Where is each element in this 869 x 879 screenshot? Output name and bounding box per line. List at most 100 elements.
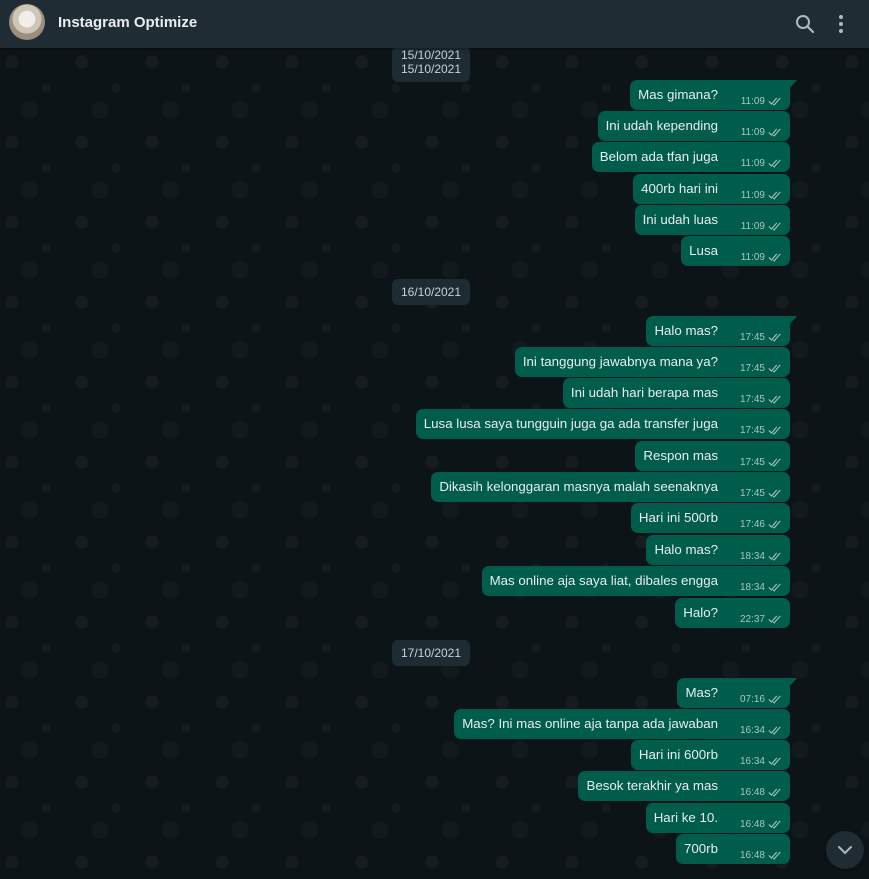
double-check-icon	[768, 97, 781, 107]
message-time: 16:48	[739, 819, 765, 830]
message-text: Hari ke 10.	[653, 810, 718, 825]
message-text: Hari ini 500rb	[638, 510, 718, 525]
message-text: Mas? Ini mas online aja tanpa ada jawaba…	[462, 716, 718, 731]
message-bubble[interactable]: Ini udah hari berapa mas 17:45	[562, 378, 790, 410]
message-bubble[interactable]: 700rb 16:48	[675, 834, 790, 866]
message-bubble[interactable]: Lusa lusa saya tungguin juga ga ada tran…	[415, 409, 790, 441]
message-time: 16:34	[739, 725, 765, 736]
message-text: 700rb	[683, 841, 718, 856]
message-meta: 16:48	[740, 846, 782, 866]
message-time: 11:09	[740, 190, 765, 201]
message-text: Respon mas	[643, 448, 718, 463]
message-text: Lusa lusa saya tungguin juga ga ada tran…	[423, 416, 718, 431]
message-time: 07:16	[739, 694, 765, 705]
date-divider: 17/10/2021	[392, 640, 470, 666]
double-check-icon	[768, 458, 781, 468]
double-check-icon	[768, 253, 781, 263]
date-divider: 15/10/2021 15/10/2021	[392, 48, 470, 82]
message-time: 17:45	[739, 457, 765, 468]
message-time: 16:48	[739, 850, 765, 861]
message-meta: 17:45	[740, 390, 782, 410]
double-check-icon	[768, 726, 781, 736]
message-meta: 16:34	[740, 721, 782, 741]
message-meta: 11:09	[741, 217, 782, 237]
double-check-icon	[768, 333, 781, 343]
message-bubble[interactable]: Halo mas? 17:45	[646, 316, 797, 346]
message-bubble[interactable]: Besok terakhir ya mas 16:48	[578, 771, 790, 801]
message-bubble[interactable]: Mas online aja saya liat, dibales engga …	[481, 566, 790, 598]
message-text: Ini udah kepending	[605, 118, 718, 133]
chevron-down-icon	[838, 846, 852, 855]
message-bubble[interactable]: Hari ini 600rb 16:34	[630, 740, 790, 772]
double-check-icon	[768, 695, 781, 705]
avatar[interactable]	[9, 4, 45, 40]
message-time: 11:09	[740, 127, 765, 138]
message-bubble[interactable]: Halo? 22:37	[675, 598, 790, 628]
double-check-icon	[768, 520, 781, 530]
message-text: 400rb hari ini	[641, 181, 718, 196]
message-time: 18:34	[739, 551, 765, 562]
message-time: 17:45	[739, 363, 765, 374]
double-check-icon	[768, 615, 781, 625]
message-time: 16:34	[739, 756, 765, 767]
double-check-icon	[768, 788, 781, 798]
message-meta: 17:45	[740, 421, 782, 441]
message-time: 18:34	[739, 582, 765, 593]
message-text: Dikasih kelonggaran masnya malah seenakn…	[439, 479, 718, 494]
message-bubble[interactable]: Ini udah kepending 11:09	[597, 111, 790, 141]
message-meta: 17:46	[740, 515, 782, 535]
message-meta: 17:45	[740, 359, 782, 379]
message-time: 17:45	[739, 488, 765, 499]
message-meta: 22:37	[740, 610, 782, 630]
double-check-icon	[768, 851, 781, 861]
message-text: Mas gimana?	[638, 87, 718, 102]
message-time: 16:48	[739, 787, 765, 798]
message-text: Hari ini 600rb	[638, 747, 718, 762]
message-meta: 16:48	[740, 783, 782, 803]
message-meta: 16:34	[740, 752, 782, 772]
message-text: Besok terakhir ya mas	[586, 778, 718, 793]
double-check-icon	[768, 159, 781, 169]
message-bubble[interactable]: Dikasih kelonggaran masnya malah seenakn…	[431, 472, 790, 502]
double-check-icon	[768, 222, 781, 232]
message-bubble[interactable]: Mas? 07:16	[677, 678, 797, 708]
message-list[interactable]: 15/10/2021 15/10/2021 16/10/2021 17/10/2…	[0, 48, 869, 879]
message-time: 17:46	[739, 519, 765, 530]
message-bubble[interactable]: Ini tanggung jawabnya mana ya? 17:45	[514, 347, 790, 379]
message-time: 11:09	[740, 158, 765, 169]
double-check-icon	[768, 395, 781, 405]
message-bubble[interactable]: Hari ke 10. 16:48	[645, 803, 790, 835]
message-bubble[interactable]: Mas gimana? 11:09	[630, 80, 797, 110]
message-bubble[interactable]: Respon mas 17:45	[635, 441, 790, 471]
double-check-icon	[768, 583, 781, 593]
message-text: Halo mas?	[654, 542, 718, 557]
message-bubble[interactable]: Halo mas? 18:34	[646, 535, 790, 565]
menu-icon[interactable]	[829, 12, 853, 36]
message-time: 11:09	[740, 221, 765, 232]
message-text: Belom ada tfan juga	[599, 149, 718, 164]
message-meta: 18:34	[740, 578, 782, 598]
scroll-to-bottom-button[interactable]	[826, 831, 864, 869]
message-bubble[interactable]: Ini udah luas 11:09	[634, 205, 790, 237]
message-bubble[interactable]: Mas? Ini mas online aja tanpa ada jawaba…	[454, 709, 790, 739]
message-text: Ini tanggung jawabnya mana ya?	[522, 354, 718, 369]
double-check-icon	[768, 426, 781, 436]
search-icon[interactable]	[793, 12, 817, 36]
message-text: Mas?	[685, 685, 718, 700]
contact-name[interactable]: Instagram Optimize	[58, 14, 198, 31]
date-divider-label: 15/10/2021	[400, 48, 462, 62]
message-meta: 16:48	[740, 815, 782, 835]
message-bubble[interactable]: 400rb hari ini 11:09	[633, 174, 790, 204]
message-bubble[interactable]: Hari ini 500rb 17:46	[630, 503, 790, 535]
double-check-icon	[768, 128, 781, 138]
message-time: 11:09	[740, 252, 765, 263]
message-text: Ini udah luas	[642, 212, 718, 227]
message-bubble[interactable]: Lusa 11:09	[681, 236, 790, 266]
message-text: Ini udah hari berapa mas	[570, 385, 718, 400]
chat-header: Instagram Optimize	[0, 0, 869, 48]
message-text: Halo mas?	[654, 323, 718, 338]
message-bubble[interactable]: Belom ada tfan juga 11:09	[591, 142, 790, 172]
double-check-icon	[768, 552, 781, 562]
message-meta: 17:45	[740, 484, 782, 504]
message-text: Halo?	[683, 605, 718, 620]
